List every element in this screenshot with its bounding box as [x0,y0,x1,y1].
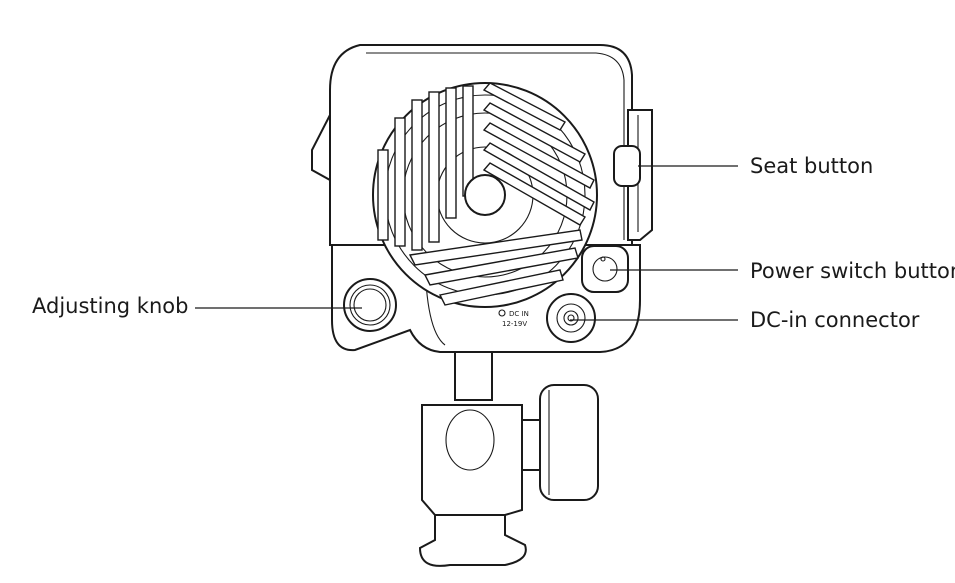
adjusting-knob-label: Adjusting knob [32,294,189,318]
power-switch-button[interactable] [581,245,629,293]
adjusting-knob[interactable] [343,278,397,332]
power-switch-button-label: Power switch button [750,259,955,283]
dc-in-connector-label: DC-in connector [750,308,920,332]
dc-in-label: DC IN 12-19V [498,309,529,328]
seat-button[interactable] [613,145,641,187]
stand-mount [418,351,599,567]
cooling-fan-grill [372,82,598,308]
dc-in-text: DC IN [509,310,529,318]
voltage-text: 12-19V [502,320,527,328]
seat-button-label: Seat button [750,154,874,178]
dc-in-connector[interactable] [546,293,596,343]
